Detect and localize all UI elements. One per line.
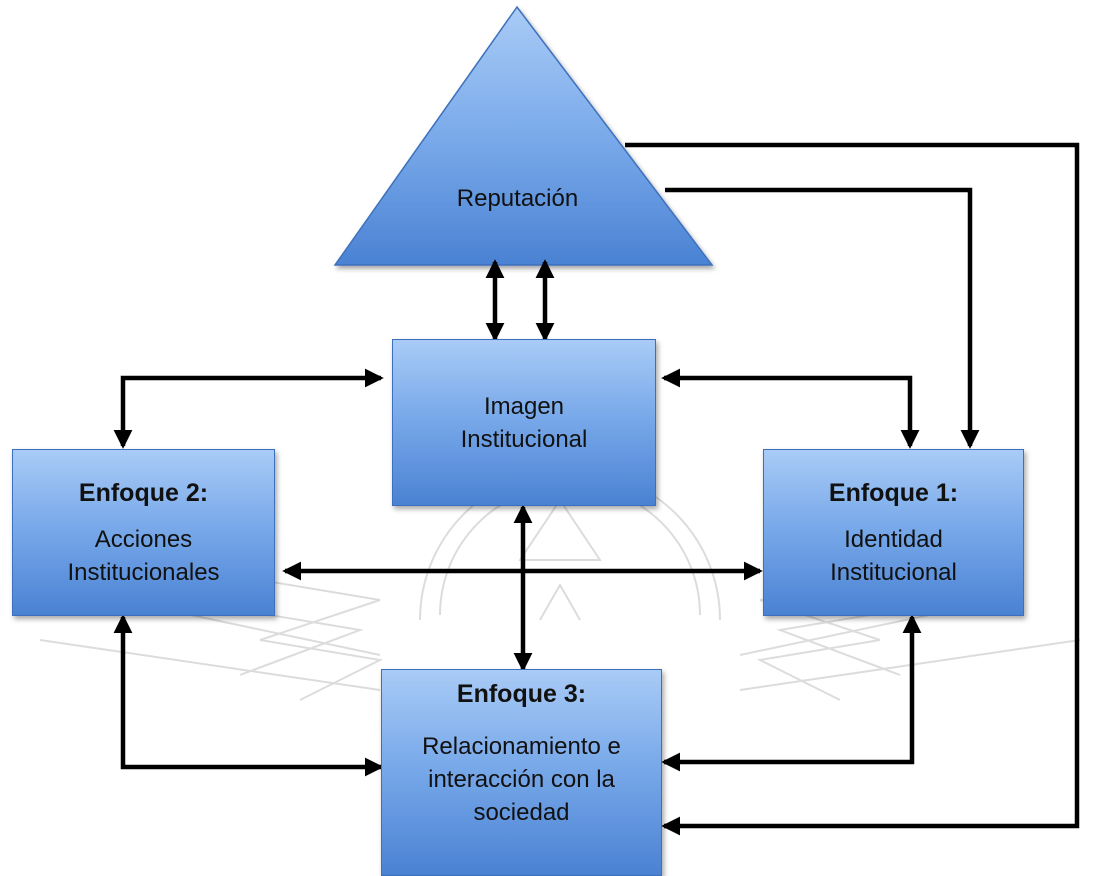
reputation-triangle	[333, 5, 714, 266]
approach2-label: Acciones Institucionales	[67, 525, 220, 586]
reputation-label: Reputación	[456, 185, 579, 212]
approach1-title: Enfoque 1:	[828, 478, 959, 507]
image-box: Imagen Institucional	[392, 339, 656, 506]
arrow-approach1-approach3	[661, 614, 922, 772]
approach3-title: Enfoque 3:	[456, 680, 587, 708]
approach3-box: Enfoque 3: Relacionamiento e interacción…	[381, 669, 662, 876]
approach2-box: Enfoque 2: Acciones Institucionales	[12, 449, 275, 616]
arrow-image-approach2	[113, 368, 384, 449]
arrow-image-approach1	[661, 368, 920, 449]
approach1-box: Enfoque 1: Identidad Institucional	[763, 449, 1024, 616]
arrow-approach2-approach3	[113, 614, 384, 777]
approach3-label: Relacionamiento e interacción con la soc…	[422, 733, 621, 826]
image-label: Imagen Institucional	[460, 392, 588, 453]
arrow-reputation-approach3	[625, 142, 1080, 836]
approach2-title: Enfoque 2:	[78, 478, 209, 507]
arrow-reputation-approach1	[665, 187, 980, 449]
approach1-label: Identidad Institucional	[830, 525, 957, 586]
